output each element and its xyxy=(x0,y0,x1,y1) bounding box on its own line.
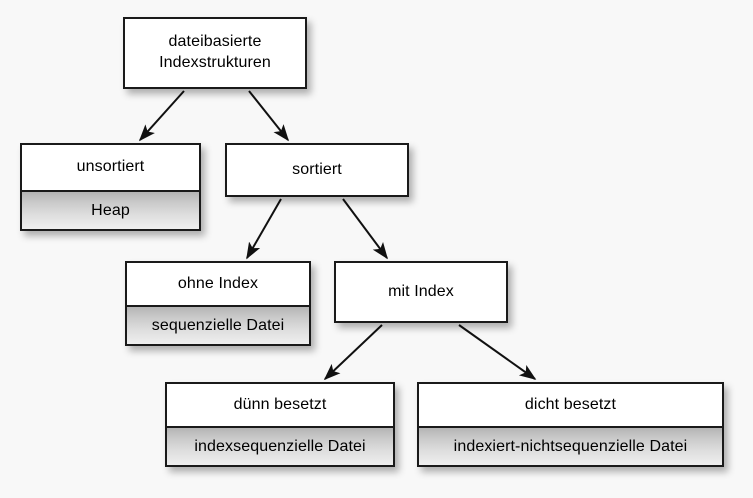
node-duenn-besetzt-subtitle: indexsequenzielle Datei xyxy=(167,426,393,465)
edge-root-unsortiert xyxy=(138,90,185,142)
node-root-title-text: dateibasierte Indexstrukturen xyxy=(159,33,271,71)
node-ohne-index-title: ohne Index xyxy=(127,263,309,305)
node-root[interactable]: dateibasierte Indexstrukturen xyxy=(123,17,307,89)
node-ohne-index[interactable]: ohne Index sequenzielle Datei xyxy=(125,261,311,346)
edge-sortiert-mit-index xyxy=(342,198,388,260)
node-mit-index-title-text: mit Index xyxy=(388,282,454,300)
node-mit-index-title: mit Index xyxy=(336,263,506,321)
node-duenn-besetzt-subtitle-text: indexsequenzielle Datei xyxy=(194,437,366,455)
node-sortiert[interactable]: sortiert xyxy=(225,143,409,197)
node-unsortiert-title: unsortiert xyxy=(22,145,199,190)
node-dicht-besetzt-subtitle: indexiert-nichtsequenzielle Datei xyxy=(419,426,722,465)
node-dicht-besetzt-subtitle-text: indexiert-nichtsequenzielle Datei xyxy=(453,437,688,455)
node-ohne-index-title-text: ohne Index xyxy=(177,274,259,292)
node-duenn-besetzt-title: dünn besetzt xyxy=(167,384,393,426)
node-unsortiert-title-text: unsortiert xyxy=(76,158,145,176)
node-sortiert-title-text: sortiert xyxy=(292,160,342,178)
node-duenn-besetzt[interactable]: dünn besetzt indexsequenzielle Datei xyxy=(165,382,395,467)
edge-mit-index-duenn xyxy=(323,324,383,381)
node-mit-index[interactable]: mit Index xyxy=(334,261,508,323)
node-duenn-besetzt-title-text: dünn besetzt xyxy=(233,395,327,413)
edge-mit-index-dicht xyxy=(458,324,537,380)
node-dicht-besetzt[interactable]: dicht besetzt indexiert-nichtsequenzielle… xyxy=(417,382,724,467)
node-unsortiert-subtitle-text: Heap xyxy=(91,201,130,219)
node-ohne-index-subtitle-text: sequenzielle Datei xyxy=(151,316,285,334)
edge-root-sortiert xyxy=(248,90,289,142)
node-dicht-besetzt-title: dicht besetzt xyxy=(419,384,722,426)
node-ohne-index-subtitle: sequenzielle Datei xyxy=(127,305,309,344)
node-root-title: dateibasierte Indexstrukturen xyxy=(125,19,305,87)
edge-sortiert-ohne-index xyxy=(246,198,282,260)
node-sortiert-title: sortiert xyxy=(227,145,407,195)
node-dicht-besetzt-title-text: dicht besetzt xyxy=(524,395,617,413)
node-unsortiert-subtitle: Heap xyxy=(22,190,199,229)
